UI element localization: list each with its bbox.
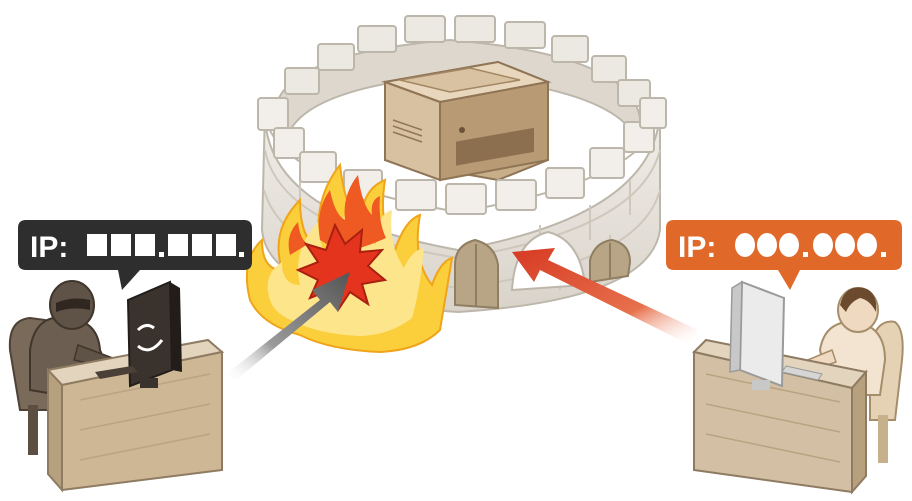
attacker-ip-bubble: IP:: [18, 220, 252, 290]
computer-icon: [126, 280, 182, 388]
allowed-arrow: [512, 248, 698, 345]
masked-ip-circles: [735, 233, 886, 257]
computer-icon: [729, 280, 786, 390]
attack-arrow: [225, 272, 350, 380]
attacker-ip-prefix: IP:: [30, 231, 68, 264]
allowed-ip-prefix: IP:: [678, 231, 716, 264]
allowed-ip-bubble: IP:: [666, 220, 902, 290]
attacker-icon: [8, 280, 225, 493]
masked-ip-blocks: [87, 234, 244, 257]
user-icon: [692, 280, 904, 495]
printer-icon: [381, 60, 552, 182]
